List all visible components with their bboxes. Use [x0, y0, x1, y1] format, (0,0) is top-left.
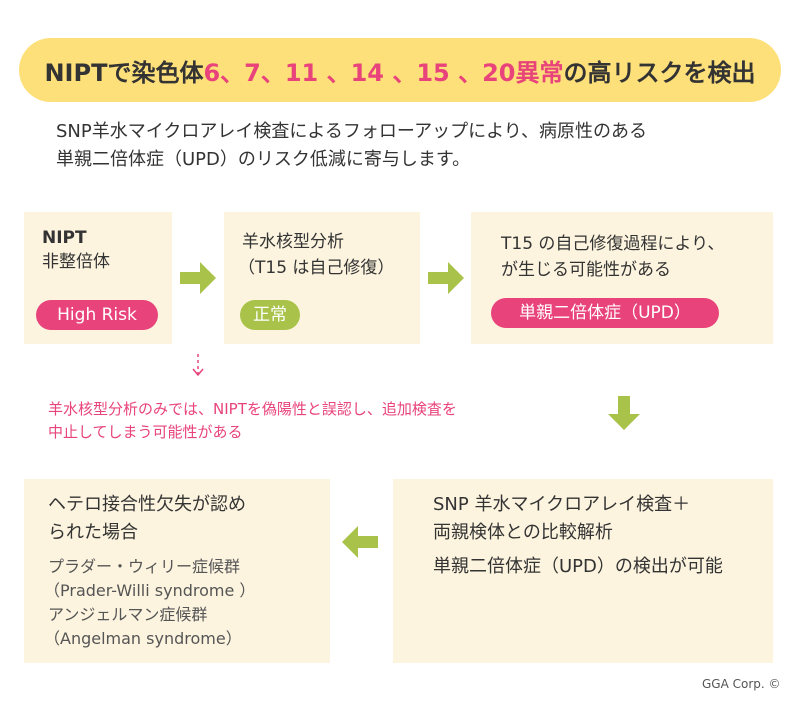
- step-self-repair-box: T15 の自己修復過程により、 が生じる可能性がある 単親二倍体症（UPD）: [471, 212, 773, 344]
- step-loh-line-1: ヘテロ接合性欠失が認め: [48, 494, 246, 515]
- title-prefix: NIPTで染色体: [44, 58, 204, 87]
- step-nipt-box: NIPT 非整倍体 High Risk: [24, 212, 172, 344]
- angelman-en: （Angelman syndrome）: [44, 629, 242, 648]
- dashed-down-arrow-icon: [192, 354, 204, 377]
- title-abnormal: 異常: [515, 58, 564, 87]
- step-karyotype-line-2: （T15 は自己修復）: [238, 258, 395, 278]
- intro-line-2: 単親二倍体症（UPD）のリスク低減に寄与します。: [56, 149, 471, 170]
- right-arrow-icon: [180, 262, 216, 294]
- step-loh-box: ヘテロ接合性欠失が認め られた場合 プラダー・ウィリー症候群 （Prader-W…: [24, 479, 330, 663]
- normal-badge: 正常: [240, 300, 300, 330]
- warning-note: 羊水核型分析のみでは、NIPTを偽陽性と誤認し、追加検査を 中止してしまう可能性…: [48, 398, 457, 444]
- angelman-jp: アンジェルマン症候群: [48, 605, 208, 624]
- warning-note-line-2: 中止してしまう可能性がある: [48, 423, 243, 441]
- prader-willi-en: （Prader-Willi syndrome ）: [44, 581, 256, 600]
- title-chromosomes: 6、7、11 、14 、15 、20: [203, 58, 516, 87]
- step-nipt-title: NIPT: [42, 228, 87, 248]
- step-snp-array-box: SNP 羊水マイクロアレイ検査＋ 両親検体との比較解析 単親二倍体症（UPD）の…: [393, 479, 773, 663]
- step-snp-array-line-1: SNP 羊水マイクロアレイ検査＋: [433, 494, 691, 515]
- step-loh-line-2: られた場合: [48, 522, 138, 543]
- copyright-credit: GGA Corp. ©: [702, 677, 781, 691]
- right-arrow-icon: [428, 262, 464, 294]
- left-arrow-icon: [342, 526, 378, 558]
- prader-willi-jp: プラダー・ウィリー症候群: [48, 557, 241, 576]
- step-self-repair-line-1: T15 の自己修復過程により、: [501, 234, 725, 254]
- step-karyotype-line-1: 羊水核型分析: [242, 232, 344, 252]
- step-self-repair-line-2: が生じる可能性がある: [501, 260, 671, 280]
- title-suffix: の高リスクを検出: [563, 58, 756, 87]
- step-nipt-subtitle: 非整倍体: [42, 252, 110, 272]
- warning-note-line-1: 羊水核型分析のみでは、NIPTを偽陽性と誤認し、追加検査を: [48, 400, 457, 418]
- intro-text: SNP羊水マイクロアレイ検査によるフォローアップにより、病原性のある 単親二倍体…: [56, 118, 647, 174]
- high-risk-badge: High Risk: [36, 300, 158, 330]
- upd-badge: 単親二倍体症（UPD）: [491, 298, 719, 328]
- intro-line-1: SNP羊水マイクロアレイ検査によるフォローアップにより、病原性のある: [56, 121, 648, 142]
- step-snp-array-line-2: 両親検体との比較解析: [433, 522, 613, 543]
- step-karyotype-box: 羊水核型分析 （T15 は自己修復） 正常: [224, 212, 420, 344]
- down-arrow-icon: [608, 396, 640, 430]
- step-snp-array-line-3: 単親二倍体症（UPD）の検出が可能: [433, 556, 723, 577]
